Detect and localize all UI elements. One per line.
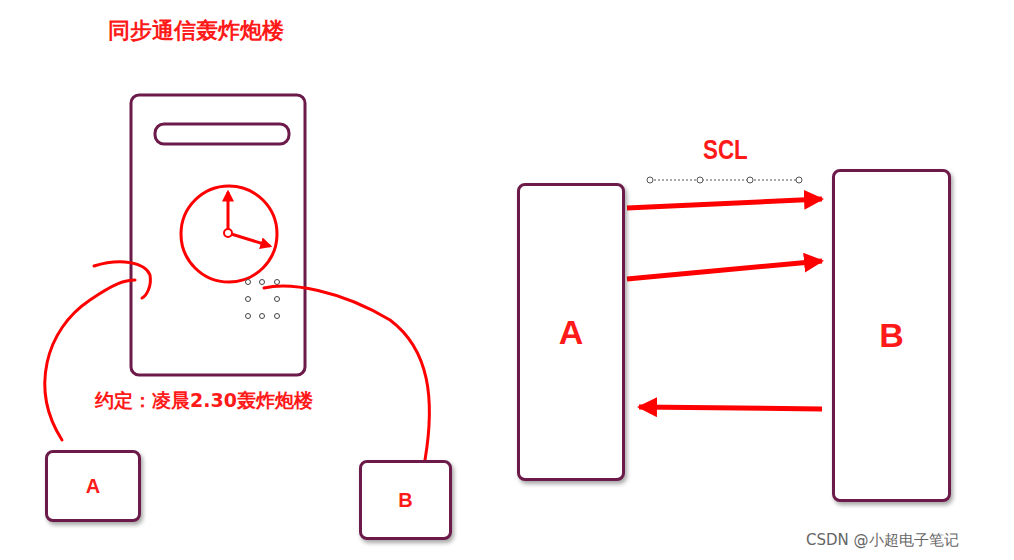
device-label: B — [879, 316, 904, 355]
clock-symbol — [181, 186, 277, 282]
diagram-title: 同步通信轰炸炮楼 — [108, 16, 284, 46]
device-box: B — [832, 169, 951, 502]
agreement-note: 约定：凌晨2.30轰炸炮楼 — [95, 388, 313, 414]
device-label: A — [559, 313, 584, 352]
device-box: A — [517, 183, 625, 481]
tower-building — [131, 95, 305, 375]
device-label: B — [398, 489, 412, 512]
device-box: B — [359, 460, 452, 540]
signal-arrow — [627, 199, 822, 208]
signal-name: SCL — [703, 134, 748, 166]
watermark: CSDN @小超电子笔记 — [806, 531, 959, 550]
device-box: A — [45, 450, 141, 522]
device-label: A — [86, 475, 100, 498]
approach-curves — [45, 262, 430, 460]
clock-signal-line — [647, 177, 802, 183]
signal-arrow — [639, 407, 822, 409]
signal-arrow — [627, 261, 822, 279]
